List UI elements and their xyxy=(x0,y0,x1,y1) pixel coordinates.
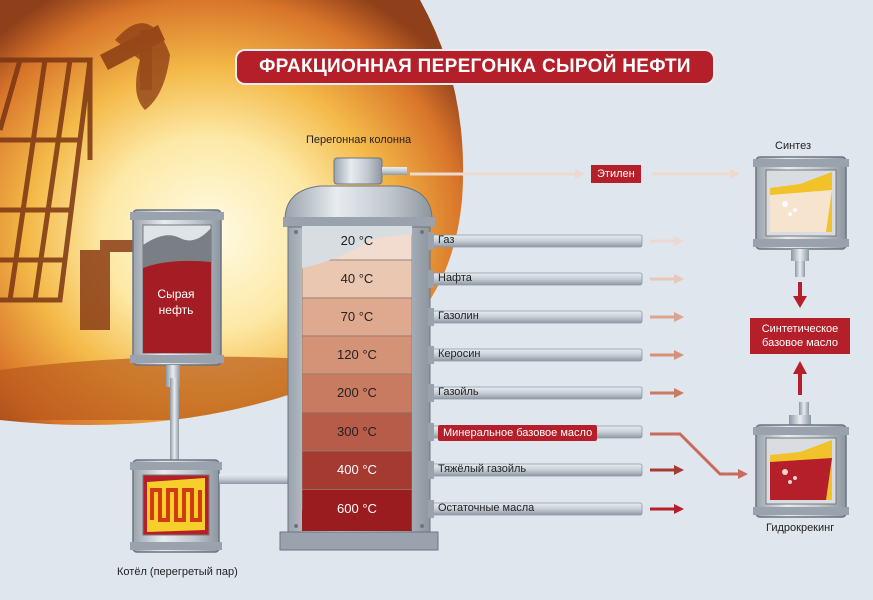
synthesis-down-arrow xyxy=(793,282,807,308)
pipe-flange xyxy=(428,461,434,479)
pipe-flange xyxy=(428,270,434,288)
column-bottom xyxy=(302,510,412,531)
product-arrows xyxy=(650,236,684,514)
fraction-product-label: Нафта xyxy=(438,272,472,284)
hydrocracking-label: Гидрокрекинг xyxy=(766,522,835,534)
synthetic-base-oil-label: Синтетическое базовое масло xyxy=(750,318,850,354)
product-pipe xyxy=(429,234,643,248)
fraction-temperature: 200 °C xyxy=(337,385,377,400)
fraction-temperature: 400 °C xyxy=(337,462,377,477)
pipe-flange xyxy=(428,232,434,250)
hydrocracking-up-arrow xyxy=(793,361,807,395)
product-arrow-head xyxy=(674,504,684,514)
pipe-flange xyxy=(428,384,434,402)
fraction-temperature: 600 °C xyxy=(337,501,377,516)
fraction-product-label: Газойль xyxy=(438,386,479,398)
fraction-product-label: Минеральное базовое масло xyxy=(438,425,598,441)
fraction-product-label: Керосин xyxy=(438,348,481,360)
product-arrow-head xyxy=(674,465,684,475)
boiler-label: Котёл (перегретый пар) xyxy=(117,566,238,578)
ethylene-label: Этилен xyxy=(591,165,641,183)
product-arrow-head xyxy=(674,236,684,246)
crude-oil-tank xyxy=(130,209,224,387)
fraction-temperature: 40 °C xyxy=(340,271,374,286)
pipe-flange xyxy=(428,346,434,364)
boiler xyxy=(130,459,222,553)
product-arrow-head xyxy=(674,350,684,360)
fraction-product-label: Газолин xyxy=(438,310,479,322)
hydrocracking-vessel xyxy=(753,402,849,518)
fraction-layer xyxy=(302,259,412,299)
ethylene-route xyxy=(382,167,740,179)
pipe-flange xyxy=(428,423,434,441)
fraction-layers xyxy=(302,226,412,531)
fraction-product-label: Тяжёлый газойль xyxy=(438,463,527,475)
fraction-layer xyxy=(302,450,412,490)
crude-oil-label: Сырая нефть xyxy=(157,287,195,317)
pipe-flange xyxy=(428,308,434,326)
feed-pipe xyxy=(170,378,179,460)
fraction-layer xyxy=(302,335,412,375)
fraction-layer xyxy=(302,373,412,413)
page-title: ФРАКЦИОННАЯ ПЕРЕГОНКА СЫРОЙ НЕФТИ xyxy=(237,51,713,83)
product-arrow-head xyxy=(674,388,684,398)
column-top-vapor xyxy=(302,226,412,268)
column-label: Перегонная колонна xyxy=(306,134,412,146)
steam-pipe xyxy=(219,474,289,484)
product-arrow-head xyxy=(674,274,684,284)
fraction-temperature: 120 °C xyxy=(337,347,377,362)
fraction-temperature: 20 °C xyxy=(340,233,374,248)
product-arrow-head xyxy=(674,312,684,322)
fraction-product-label: Газ xyxy=(438,234,455,246)
mineral-oil-route xyxy=(650,432,748,479)
fraction-product-label: Остаточные масла xyxy=(438,502,535,514)
fraction-temperature: 70 °C xyxy=(340,309,374,324)
pipe-flange xyxy=(428,500,434,518)
fraction-temperature: 300 °C xyxy=(337,424,377,439)
product-pipes xyxy=(428,232,643,518)
synthesis-label: Синтез xyxy=(775,140,811,152)
synthesis-vessel xyxy=(753,156,849,277)
